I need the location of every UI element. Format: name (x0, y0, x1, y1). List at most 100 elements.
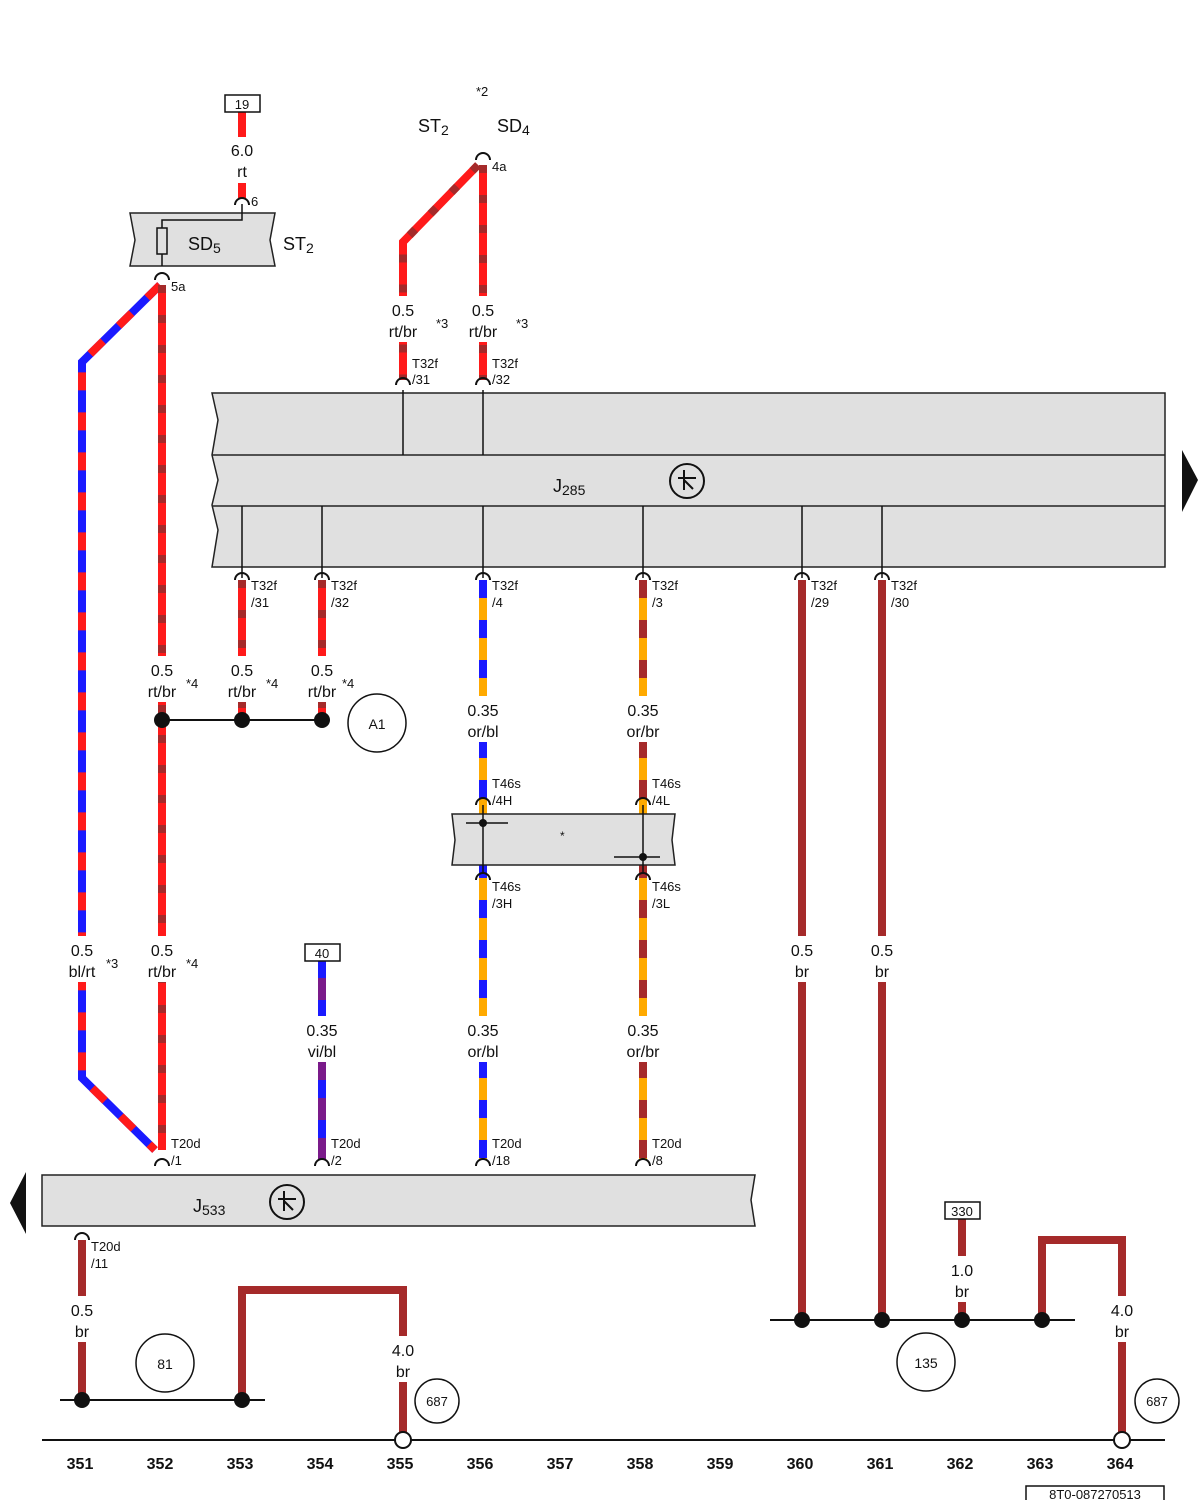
connector-box-t46s (451, 805, 676, 874)
label-st2-top: ST2 (418, 116, 449, 138)
wire-color: vi/bl (308, 1044, 336, 1061)
wire-color: bl/rt (69, 964, 96, 981)
doc-number-box (1025, 1485, 1165, 1500)
terminal-40-label: 40 (315, 946, 329, 961)
ground-connection-81: 81 (135, 1333, 195, 1393)
svg-text:135: 135 (914, 1355, 938, 1371)
track-number: 355 (387, 1456, 414, 1473)
pin-label: T32f (412, 356, 438, 371)
ground-connection-135: 135 (896, 1332, 956, 1392)
wire-size: 0.5 (392, 303, 414, 320)
pin-label: T32f (492, 356, 518, 371)
svg-text:81: 81 (157, 1356, 173, 1372)
pin-label: /4H (492, 793, 512, 808)
wire-color: rt/br (308, 684, 337, 701)
wire-color: or/bl (467, 724, 498, 741)
terminal-330-label: 330 (951, 1204, 973, 1219)
pin-label: T46s (652, 776, 681, 791)
label-sd5: SD5 (188, 234, 221, 256)
pin-label: /11 (91, 1256, 108, 1271)
wire-rt-br-st2-31 (399, 162, 481, 380)
wire-size: 0.35 (467, 703, 498, 720)
wire-size: 0.5 (472, 303, 494, 320)
pin-label: /4 (492, 595, 503, 610)
pin-label: /32 (492, 372, 510, 387)
pin-label: T32f (811, 578, 837, 593)
junction-dots (74, 712, 1050, 1408)
pin-label: T46s (492, 879, 521, 894)
wire-color: br (1115, 1324, 1130, 1341)
pin-label: /31 (251, 595, 269, 610)
track-number: 357 (547, 1456, 574, 1473)
wire-size: 0.5 (791, 943, 813, 960)
pin-connector-symbols (74, 152, 890, 1241)
wire-color: rt/br (389, 324, 418, 341)
wire-color: br (955, 1284, 970, 1301)
pin-labels: 6 5a 4a T32f /31 T32f /32 T32f /31 T32f … (91, 159, 917, 1271)
track-number: 363 (1027, 1456, 1054, 1473)
ground-terminal-355 (394, 1431, 412, 1449)
wire-size: 0.5 (71, 1303, 93, 1320)
label-j533: J533 (193, 1196, 226, 1218)
pin-label: /31 (412, 372, 430, 387)
label-sd4: SD4 (497, 116, 530, 138)
wire-color: rt/br (148, 964, 177, 981)
wire-size: 0.35 (627, 703, 658, 720)
pin-label: /32 (331, 595, 349, 610)
track-number: 361 (867, 1456, 894, 1473)
wire-size: 0.5 (71, 943, 93, 960)
wire-size: 0.5 (151, 663, 173, 680)
wire-color: or/bl (467, 1044, 498, 1061)
svg-text:687: 687 (1146, 1394, 1168, 1409)
wire-size: 1.0 (951, 1263, 973, 1280)
terminal-box-40 (304, 943, 341, 962)
wire-note: *3 (516, 316, 528, 331)
wire-size: 4.0 (392, 1343, 414, 1360)
wire-color: rt/br (148, 684, 177, 701)
wire-labels: 6.0 rt 0.5 rt/br *3 0.5 rt/br *3 0.5 rt/… (60, 137, 1140, 1382)
wire-size: 0.5 (231, 663, 253, 680)
wire-color: br (875, 964, 890, 981)
wire-note: *4 (186, 956, 198, 971)
wire-bl-rt-351 (78, 282, 163, 1153)
track-number: 364 (1107, 1456, 1134, 1473)
track-number: 351 (67, 1456, 94, 1473)
wire-color: or/br (627, 724, 661, 741)
wire-size: 0.35 (306, 1023, 337, 1040)
track-number: 359 (707, 1456, 734, 1473)
ground-point-687-right: 687 (1134, 1378, 1180, 1424)
continuation-arrow-right[interactable] (1182, 450, 1198, 512)
wire-color: rt/br (469, 324, 498, 341)
track-number: 362 (947, 1456, 974, 1473)
track-number: 353 (227, 1456, 254, 1473)
can-bus-icon (269, 1184, 305, 1220)
pin-label: /18 (492, 1153, 510, 1168)
pin-label: T32f (331, 578, 357, 593)
pin-label: T20d (91, 1239, 121, 1254)
fuse-box-sd5 (129, 204, 276, 267)
control-unit-j285 (211, 390, 1166, 578)
pin-label: T20d (171, 1136, 201, 1151)
wire-note: *3 (436, 316, 448, 331)
connector-a1: A1 (347, 693, 407, 753)
pin-label: 6 (251, 194, 258, 209)
pin-label: T46s (492, 776, 521, 791)
pin-label: T32f (492, 578, 518, 593)
pin-label: /3 (652, 595, 663, 610)
pin-label: /29 (811, 595, 829, 610)
track-number: 360 (787, 1456, 814, 1473)
wire-size: 0.5 (151, 943, 173, 960)
wire-note: *4 (342, 676, 354, 691)
wire-size: 0.5 (311, 663, 333, 680)
wire-color: br (795, 964, 810, 981)
continuation-arrow-left[interactable] (10, 1172, 26, 1234)
wire-color: br (75, 1324, 90, 1341)
pin-label: /30 (891, 595, 909, 610)
terminal-box-330 (944, 1201, 981, 1220)
pin-label: /2 (331, 1153, 342, 1168)
wire-size: 0.35 (467, 1023, 498, 1040)
ground-terminal-364 (1113, 1431, 1131, 1449)
pin-label: /1 (171, 1153, 182, 1168)
